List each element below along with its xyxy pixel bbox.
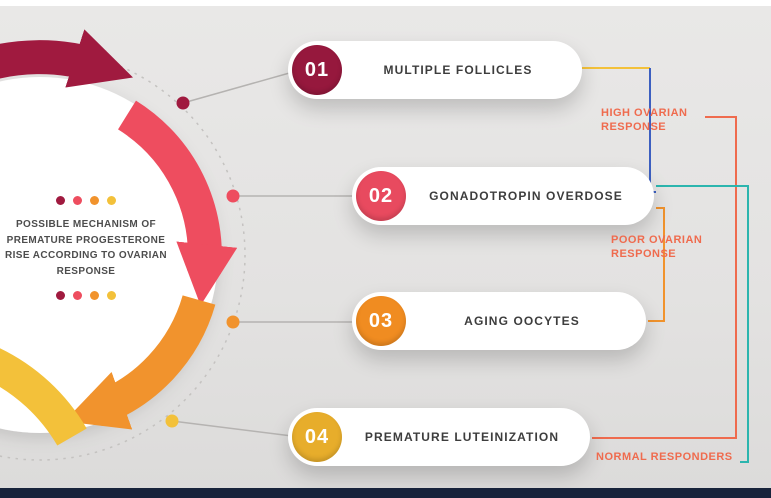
- dot-maroon-icon: [56, 291, 65, 300]
- ring-dot-3: [226, 315, 240, 329]
- item-label: PREMATURE LUTEINIZATION: [364, 430, 560, 444]
- circular-arrow-orange-icon: [64, 294, 216, 430]
- item-number-badge: 02: [356, 171, 406, 221]
- item-pill-1: 01 MULTIPLE FOLLICLES: [288, 41, 582, 99]
- label-normal-responders: NORMAL RESPONDERS: [596, 451, 733, 463]
- label-poor-ovarian-response: POOR OVARIAN RESPONSE: [611, 234, 703, 261]
- ring-dot-4: [165, 414, 179, 428]
- dot-orange-icon: [90, 291, 99, 300]
- line-teal-normal-response: [656, 185, 749, 463]
- line-coral-normal-response: [592, 116, 737, 439]
- diagram-title: POSSIBLE MECHANISM OF PREMATURE PROGESTE…: [4, 219, 168, 277]
- center-text-block: POSSIBLE MECHANISM OF PREMATURE PROGESTE…: [0, 196, 172, 300]
- circular-arrow-yellow-icon: [0, 348, 87, 446]
- dot-orange-icon: [90, 196, 99, 205]
- dot-maroon-icon: [56, 196, 65, 205]
- item-pill-4: 04 PREMATURE LUTEINIZATION: [288, 408, 590, 466]
- ring-dot-2: [226, 189, 240, 203]
- connector-item-4: [171, 420, 301, 438]
- dot-yellow-icon: [107, 291, 116, 300]
- item-number-badge: 04: [292, 412, 342, 462]
- connector-item-1: [182, 69, 301, 104]
- decorative-dots-bottom: [0, 291, 172, 300]
- item-number-badge: 03: [356, 296, 406, 346]
- ring-dot-1: [176, 96, 190, 110]
- decorative-dots-top: [0, 196, 172, 205]
- item-number-badge: 01: [292, 45, 342, 95]
- circular-arrow-maroon-icon: [0, 29, 133, 88]
- item-pill-2: 02 GONADOTROPIN OVERDOSE: [352, 167, 654, 225]
- label-high-ovarian-response: HIGH OVARIAN RESPONSE: [601, 107, 688, 134]
- item-label: MULTIPLE FOLLICLES: [383, 63, 533, 77]
- dot-yellow-icon: [107, 196, 116, 205]
- item-pill-3: 03 AGING OOCYTES: [352, 292, 646, 350]
- circular-arrow-red-icon: [117, 100, 238, 306]
- bottom-accent-bar: [0, 488, 771, 498]
- item-label: AGING OOCYTES: [464, 314, 580, 328]
- item-label: GONADOTROPIN OVERDOSE: [429, 189, 623, 203]
- dotted-ring: [0, 49, 246, 461]
- dot-red-icon: [73, 291, 82, 300]
- dot-red-icon: [73, 196, 82, 205]
- line-orange-poor-response: [648, 207, 665, 322]
